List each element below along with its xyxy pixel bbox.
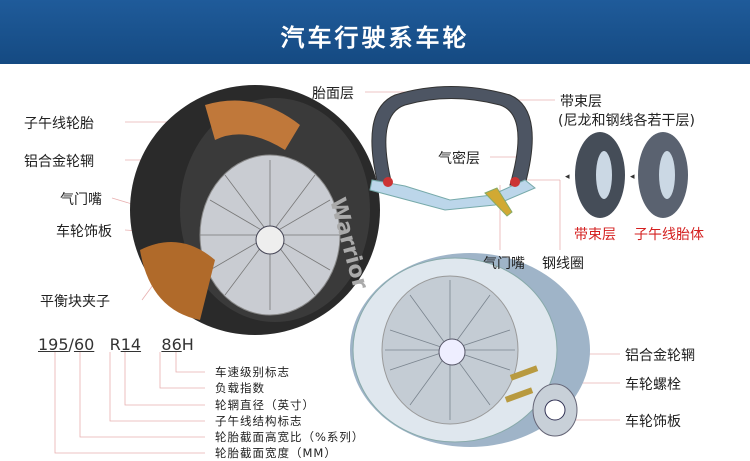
code-meaning: 车速级别标志 [215,365,290,379]
code-meaning: 轮胎截面宽度（MM） [215,446,337,460]
label-tread: 胎面层 [312,86,354,102]
carcass-layer-illustration [638,132,688,218]
belt-layer-illustration [575,132,625,218]
arrow-icons: ◂◂ [565,172,635,182]
label-radial-tire: 子午线轮胎 [24,116,94,132]
label-balance-clip: 平衡块夹子 [40,294,110,310]
code-speed: H [181,335,194,354]
svg-text:◂: ◂ [630,172,635,182]
alloy-wheel-illustration [350,253,590,447]
svg-text:◂: ◂ [565,172,570,182]
label-valve: 气门嘴 [60,192,102,208]
tire-cross-section-illustration [369,86,536,217]
code-r: R [109,335,121,354]
label-inner-liner: 气密层 [438,151,480,167]
label-section-valve: 气门嘴 [483,256,525,272]
code-meaning: 轮胎截面高宽比（%系列） [215,430,365,444]
hubcap-illustration [532,383,578,437]
code-meaning: 子午线结构标志 [215,414,303,428]
page-title: 汽车行驶系车轮 [280,24,470,52]
tire-code: 195/60 R14 86H [38,335,194,354]
code-ratio: 60 [73,335,95,354]
label-wheel-hubcap: 车轮饰板 [625,414,681,430]
code-width: 195 [38,335,69,354]
tire-cutaway-illustration: Warrior [130,85,380,335]
label-belt-layer: 带束层 [574,227,616,243]
code-meaning: 轮辋直径（英寸） [215,398,315,412]
label-carcass-layer: 子午线胎体 [634,227,704,243]
label-wheel-rim: 铝合金轮辋 [625,348,695,364]
code-load: 86 [161,335,182,354]
wheel-bolt-illustration [504,365,539,403]
label-belt: 带束层 [560,94,602,110]
label-alloy-rim: 铝合金轮辋 [24,154,94,170]
code-meaning: 负载指数 [215,381,265,395]
label-wheel-bolt: 车轮螺栓 [625,377,681,393]
label-belt-note: (尼龙和钢线各若干层) [558,113,695,129]
code-diameter: 14 [120,335,142,354]
code-sep: / [68,335,74,354]
label-bead-wire: 钢线圈 [542,256,584,272]
label-hubcap: 车轮饰板 [56,224,112,240]
header-band [0,0,750,64]
